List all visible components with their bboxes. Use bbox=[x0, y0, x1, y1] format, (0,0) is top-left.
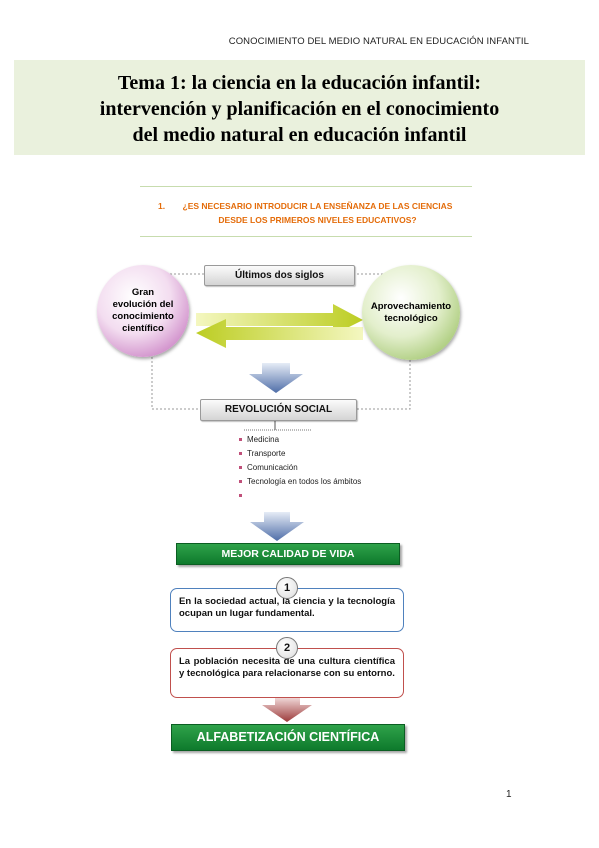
list-item: Transporte bbox=[239, 447, 361, 461]
left-circle-line-2: evolución del bbox=[112, 299, 174, 310]
left-circle-line-3: conocimiento bbox=[112, 311, 174, 322]
title-line-1: Tema 1: la ciencia en la educación infan… bbox=[117, 72, 482, 94]
link-left-social bbox=[151, 357, 200, 410]
right-circle: Aprovechamiento tecnológico bbox=[362, 265, 460, 360]
blue-down-arrow-2 bbox=[250, 512, 304, 541]
red-down-arrow bbox=[262, 697, 312, 722]
statement-1: En la sociedad actual, la ciencia y la t… bbox=[170, 588, 404, 632]
page-number: 1 bbox=[506, 789, 512, 800]
blue-down-arrow-1 bbox=[249, 363, 303, 393]
statement-1-badge: 1 bbox=[276, 577, 298, 599]
title-band bbox=[14, 60, 585, 155]
right-circle-line-2: tecnológico bbox=[384, 312, 438, 324]
statement-1-text: En la sociedad actual, la ciencia y la t… bbox=[179, 596, 395, 619]
impact-list: Medicina Transporte Comunicación Tecnolo… bbox=[239, 433, 361, 503]
right-circle-line-1: Aprovechamiento bbox=[370, 300, 452, 312]
section-heading: ¿ES NECESARIO INTRODUCIR LA ENSEÑANZA DE… bbox=[175, 199, 460, 227]
list-item: Comunicación bbox=[239, 461, 361, 475]
running-header: CONOCIMIENTO DEL MEDIO NATURAL EN EDUCAC… bbox=[228, 36, 529, 47]
statement-2-badge: 2 bbox=[276, 637, 298, 659]
left-circle: Gran evolución del conocimiento científi… bbox=[97, 265, 189, 357]
section-rule-bottom bbox=[140, 236, 472, 237]
section-rule-top bbox=[140, 186, 472, 187]
title-line-2: intervención y planificación en el conoc… bbox=[99, 98, 500, 120]
title-line-3: del medio natural en educación infantil bbox=[132, 124, 467, 146]
list-item: Medicina bbox=[239, 433, 361, 447]
link-right-social bbox=[357, 360, 411, 410]
scientific-literacy-bar: ALFABETIZACIÓN CIENTÍFICA bbox=[171, 724, 405, 751]
section-number: 1. bbox=[158, 201, 166, 211]
list-item: Tecnología en todos los ámbitos bbox=[239, 475, 361, 489]
yellow-arrow-right bbox=[196, 304, 363, 335]
quality-of-life-bar: MEJOR CALIDAD DE VIDA bbox=[176, 543, 400, 565]
left-circle-line-4: científico bbox=[122, 323, 164, 334]
page-title: Tema 1: la ciencia en la educación infan… bbox=[14, 70, 585, 148]
top-period-bar: Últimos dos siglos bbox=[204, 265, 355, 286]
left-circle-line-1: Gran bbox=[131, 287, 155, 298]
yellow-arrow-left bbox=[196, 319, 363, 348]
statement-2-text: La población necesita de una cultura cie… bbox=[179, 656, 395, 679]
section-heading-line-1: ¿ES NECESARIO INTRODUCIR LA ENSEÑANZA DE… bbox=[182, 201, 453, 211]
list-item bbox=[239, 489, 361, 503]
social-revolution-bar: REVOLUCIÓN SOCIAL bbox=[200, 399, 357, 421]
section-heading-line-2: DESDE LOS PRIMEROS NIVELES EDUCATIVOS? bbox=[218, 215, 417, 225]
